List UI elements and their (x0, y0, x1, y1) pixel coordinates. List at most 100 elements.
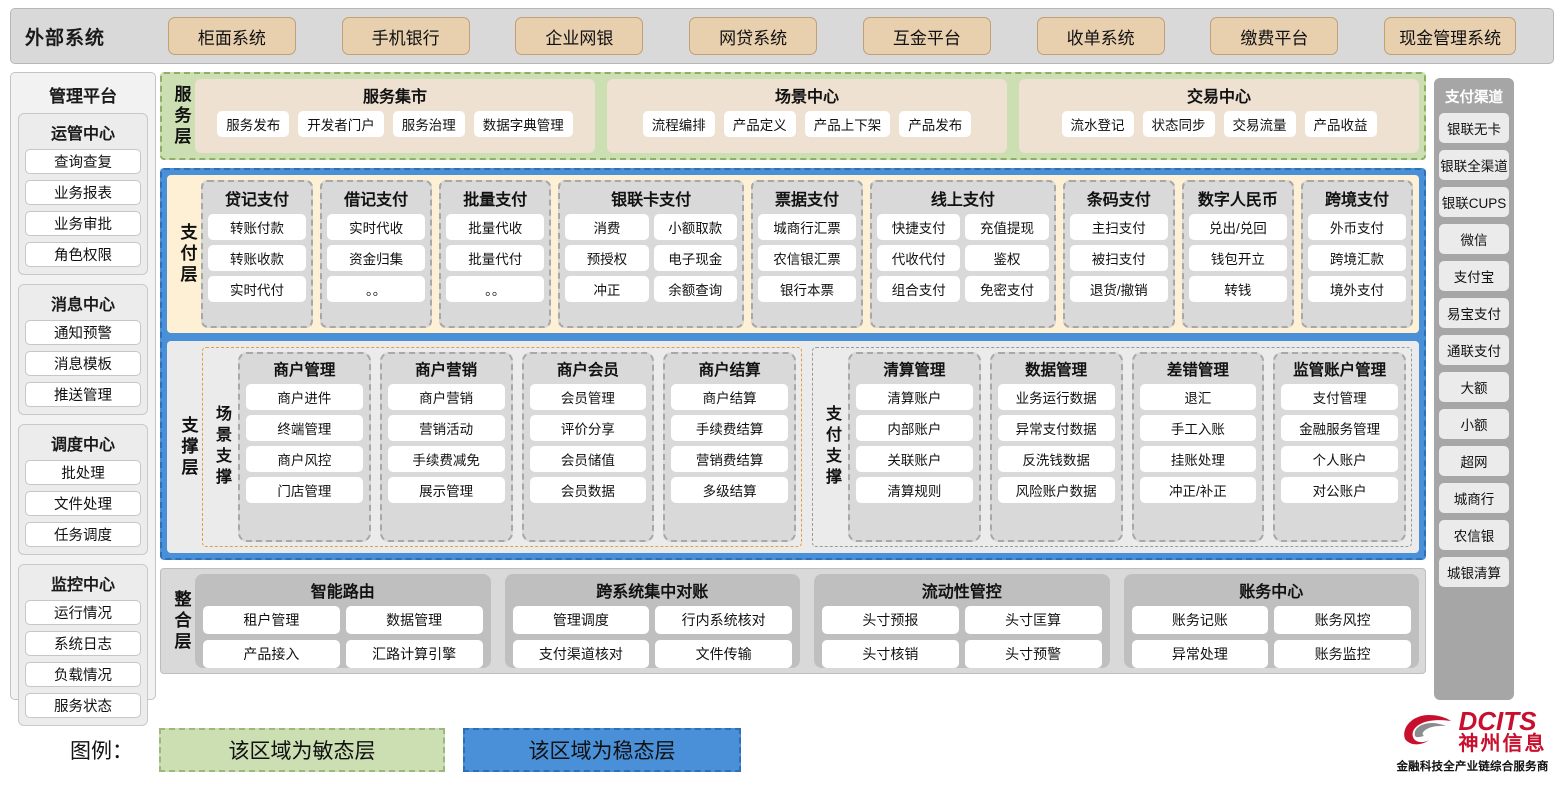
support-item[interactable]: 业务运行数据 (998, 384, 1115, 410)
external-system-chip[interactable]: 收单系统 (1037, 17, 1165, 55)
payment-channel-item[interactable]: 银联全渠道 (1439, 150, 1509, 180)
support-item[interactable]: 异常支付数据 (998, 415, 1115, 441)
external-system-chip[interactable]: 企业网银 (515, 17, 643, 55)
payment-item[interactable]: 实时代付 (208, 276, 306, 302)
management-item[interactable]: 消息模板 (25, 351, 141, 376)
service-item[interactable]: 产品发布 (899, 111, 971, 137)
service-item[interactable]: 服务发布 (217, 111, 289, 137)
payment-item[interactable]: 农信银汇票 (758, 245, 856, 271)
payment-channel-item[interactable]: 银联无卡 (1439, 113, 1509, 143)
payment-item[interactable]: 批量代收 (446, 214, 544, 240)
integration-item[interactable]: 产品接入 (203, 640, 340, 668)
support-item[interactable]: 商户风控 (246, 446, 363, 472)
external-system-chip[interactable]: 柜面系统 (168, 17, 296, 55)
support-item[interactable]: 对公账户 (1281, 477, 1398, 503)
integration-item[interactable]: 管理调度 (513, 606, 650, 634)
service-item[interactable]: 开发者门户 (298, 111, 384, 137)
management-item[interactable]: 服务状态 (25, 693, 141, 718)
management-item[interactable]: 业务审批 (25, 211, 141, 236)
payment-channel-item[interactable]: 通联支付 (1439, 335, 1509, 365)
payment-item[interactable]: 跨境汇款 (1308, 245, 1406, 271)
payment-channel-item[interactable]: 农信银 (1439, 520, 1509, 550)
payment-item[interactable]: 批量代付 (446, 245, 544, 271)
management-item[interactable]: 系统日志 (25, 631, 141, 656)
support-item[interactable]: 手工入账 (1140, 415, 1257, 441)
payment-item[interactable]: 充值提现 (965, 214, 1048, 240)
external-system-chip[interactable]: 手机银行 (342, 17, 470, 55)
management-item[interactable]: 任务调度 (25, 522, 141, 547)
payment-channel-item[interactable]: 城银清算 (1439, 557, 1509, 587)
support-item[interactable]: 门店管理 (246, 477, 363, 503)
management-item[interactable]: 业务报表 (25, 180, 141, 205)
payment-channel-item[interactable]: 银联CUPS (1439, 187, 1509, 217)
payment-item[interactable]: 城商行汇票 (758, 214, 856, 240)
management-item[interactable]: 推送管理 (25, 382, 141, 407)
service-item[interactable]: 状态同步 (1143, 111, 1215, 137)
payment-item[interactable]: 鉴权 (965, 245, 1048, 271)
payment-channel-item[interactable]: 微信 (1439, 224, 1509, 254)
service-item[interactable]: 流水登记 (1062, 111, 1134, 137)
support-item[interactable]: 评价分享 (530, 415, 647, 441)
support-item[interactable]: 手续费结算 (671, 415, 788, 441)
payment-channel-item[interactable]: 支付宝 (1439, 261, 1509, 291)
integration-item[interactable]: 汇路计算引擎 (346, 640, 483, 668)
external-system-chip[interactable]: 网贷系统 (689, 17, 817, 55)
management-item[interactable]: 负载情况 (25, 662, 141, 687)
support-item[interactable]: 商户结算 (671, 384, 788, 410)
external-system-chip[interactable]: 缴费平台 (1210, 17, 1338, 55)
integration-item[interactable]: 异常处理 (1132, 640, 1269, 668)
payment-channel-item[interactable]: 小额 (1439, 409, 1509, 439)
payment-channel-item[interactable]: 大额 (1439, 372, 1509, 402)
support-item[interactable]: 商户营销 (388, 384, 505, 410)
support-item[interactable]: 金融服务管理 (1281, 415, 1398, 441)
integration-item[interactable]: 行内系统核对 (655, 606, 792, 634)
payment-item[interactable]: 快捷支付 (877, 214, 960, 240)
payment-channel-item[interactable]: 城商行 (1439, 483, 1509, 513)
support-item[interactable]: 清算规则 (856, 477, 973, 503)
support-item[interactable]: 手续费减免 (388, 446, 505, 472)
management-item[interactable]: 通知预警 (25, 320, 141, 345)
integration-item[interactable]: 租户管理 (203, 606, 340, 634)
management-item[interactable]: 文件处理 (25, 491, 141, 516)
payment-item[interactable]: 。。 (327, 276, 425, 302)
integration-item[interactable]: 头寸核销 (822, 640, 959, 668)
support-item[interactable]: 反洗钱数据 (998, 446, 1115, 472)
management-item[interactable]: 批处理 (25, 460, 141, 485)
external-system-chip[interactable]: 互金平台 (863, 17, 991, 55)
payment-item[interactable]: 代收代付 (877, 245, 960, 271)
payment-item[interactable]: 外币支付 (1308, 214, 1406, 240)
payment-item[interactable]: 退货/撤销 (1070, 276, 1168, 302)
integration-item[interactable]: 头寸预警 (965, 640, 1102, 668)
integration-item[interactable]: 账务记账 (1132, 606, 1269, 634)
service-item[interactable]: 服务治理 (393, 111, 465, 137)
payment-item[interactable]: 资金归集 (327, 245, 425, 271)
support-item[interactable]: 个人账户 (1281, 446, 1398, 472)
support-item[interactable]: 关联账户 (856, 446, 973, 472)
payment-item[interactable]: 小额取款 (654, 214, 737, 240)
payment-item[interactable]: 主扫支付 (1070, 214, 1168, 240)
support-item[interactable]: 商户进件 (246, 384, 363, 410)
support-item[interactable]: 冲正/补正 (1140, 477, 1257, 503)
service-item[interactable]: 产品上下架 (805, 111, 891, 137)
service-item[interactable]: 流程编排 (643, 111, 715, 137)
management-item[interactable]: 运行情况 (25, 600, 141, 625)
payment-channel-item[interactable]: 易宝支付 (1439, 298, 1509, 328)
service-item[interactable]: 交易流量 (1224, 111, 1296, 137)
management-item[interactable]: 查询查复 (25, 149, 141, 174)
payment-item[interactable]: 电子现金 (654, 245, 737, 271)
integration-item[interactable]: 文件传输 (655, 640, 792, 668)
integration-item[interactable]: 账务风控 (1274, 606, 1411, 634)
integration-item[interactable]: 头寸预报 (822, 606, 959, 634)
payment-item[interactable]: 实时代收 (327, 214, 425, 240)
external-system-chip[interactable]: 现金管理系统 (1384, 17, 1516, 55)
payment-item[interactable]: 冲正 (565, 276, 648, 302)
support-item[interactable]: 内部账户 (856, 415, 973, 441)
support-item[interactable]: 终端管理 (246, 415, 363, 441)
integration-item[interactable]: 账务监控 (1274, 640, 1411, 668)
support-item[interactable]: 会员管理 (530, 384, 647, 410)
payment-item[interactable]: 境外支付 (1308, 276, 1406, 302)
integration-item[interactable]: 数据管理 (346, 606, 483, 634)
support-item[interactable]: 营销费结算 (671, 446, 788, 472)
support-item[interactable]: 会员数据 (530, 477, 647, 503)
payment-item[interactable]: 被扫支付 (1070, 245, 1168, 271)
